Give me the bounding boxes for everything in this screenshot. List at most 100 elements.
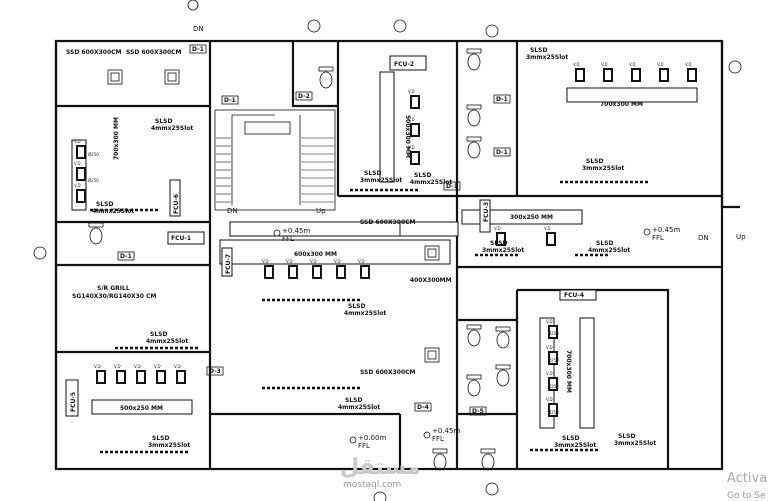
door-tag: D-5 (472, 408, 484, 415)
wc-tank (466, 324, 482, 330)
watermark: مستقل mostaql.com Activa Go to Se (340, 455, 767, 501)
duct-main1: 600x300 MM (294, 251, 337, 258)
diffuser-core (78, 147, 84, 157)
duct-left-mid: 700x300 MM (113, 117, 120, 160)
slot-size: 3mmx25Slot (526, 54, 568, 61)
diffuser-core (338, 267, 344, 277)
volume-damper-label: V.D (358, 259, 365, 264)
volume-damper-label: V.D (134, 364, 141, 369)
diffuser-core (98, 372, 104, 382)
volume-damper-label: V.D (408, 117, 415, 122)
slot-size: 4mmx25Slot (410, 179, 452, 186)
diameter-label: Ø250 (88, 178, 99, 183)
wc-tank (466, 374, 482, 380)
slot-label: SLSD (530, 47, 547, 54)
diffuser-core (689, 70, 695, 80)
wc-fixture (467, 53, 481, 71)
door-tags: D-1 D-1 D-2 D-1 D-1 D-1 D-1 D-3 D-4 D-5 (117, 44, 511, 416)
ffl-level: +0.45m (282, 227, 310, 235)
diffuser-core (118, 372, 124, 382)
diffuser-core (362, 267, 368, 277)
volume-damper-label: V.D (546, 371, 553, 376)
up-label: Up (316, 207, 326, 215)
volume-damper-label: V.D (310, 259, 317, 264)
diffuser-core (78, 191, 84, 201)
volume-damper-label: V.D (629, 62, 636, 67)
fcu-units: FCU-1 FCU-2 FCU-3 FCU-4 FCU-5 FCU-6 FCU-… (65, 55, 597, 417)
wc-tank (432, 448, 448, 454)
wc-fixture (319, 71, 333, 89)
diffuser-core (138, 372, 144, 382)
slot-size: 4mmx25Slot (588, 247, 630, 254)
grille-label: S/R GRILL (97, 285, 130, 292)
fcu-label-4: FCU-4 (564, 292, 584, 299)
fcu-label-7: FCU-7 (225, 254, 232, 274)
slot-size: 4mmx25Slot (344, 310, 386, 317)
watermark-brand: مستقل (340, 455, 420, 480)
diffuser-core (548, 234, 554, 244)
ssd-label-3: SSD 600X300CM (360, 219, 416, 226)
diffuser-core (178, 372, 184, 382)
fcu-label-2: FCU-2 (394, 61, 414, 68)
slot-label: SLSD (96, 201, 113, 208)
wc-fixture (496, 331, 510, 349)
wc-tank (480, 448, 496, 454)
ssd-label-2: SSD 600X300CM (126, 49, 182, 56)
wc-fixture (481, 453, 495, 471)
wc-tank (318, 66, 334, 72)
dn-label: DN (227, 207, 238, 215)
slot-label: SLSD (490, 240, 507, 247)
wc-tank (466, 104, 482, 110)
duct-main2: 300x250 MM (510, 214, 553, 221)
diffuser-core (412, 153, 418, 163)
grille-sub: SG140X30/RG140X30 CM (72, 293, 156, 300)
slot-label: SLSD (596, 240, 613, 247)
slot-label: SLSD (586, 158, 603, 165)
slot-size: 4mmx25Slot (146, 338, 188, 345)
slot-size: 3mmx25Slot (148, 442, 190, 449)
slot-label: SLSD (345, 397, 362, 404)
diameter-label: Ø250 (548, 358, 559, 363)
door-tag: D-1 (496, 149, 508, 156)
door-tag: D-3 (209, 368, 221, 375)
diffuser-core (550, 327, 556, 337)
slot-size: 4mmx25Slot (151, 125, 193, 132)
wc-fixture (467, 379, 481, 397)
diffuser-core (314, 267, 320, 277)
volume-damper-label: V.D (546, 319, 553, 324)
slot-size: 3mmx25Slot (482, 247, 524, 254)
door-tag: D-1 (446, 183, 458, 190)
ssd-label-4: SSD 600X300CM (360, 369, 416, 376)
stair-treads (216, 137, 334, 203)
slot-size: 3mmx25Slot (360, 177, 402, 184)
volume-damper-label: V.D (334, 259, 341, 264)
interior-walls (56, 41, 722, 469)
volume-damper-label: V.D (601, 62, 608, 67)
ffl-level: +0.45m (652, 226, 680, 234)
slot-size: 4mmx25Slot (338, 404, 380, 411)
diffuser-core (158, 372, 164, 382)
volume-damper-label: V.D (657, 62, 664, 67)
wc-tank (466, 48, 482, 54)
duct-lower-left: 500x250 MM (120, 405, 163, 412)
volume-damper-label: V.D (114, 364, 121, 369)
diffuser-core (290, 267, 296, 277)
wc-tank (495, 326, 511, 332)
staircase (214, 109, 336, 211)
wc-tank (466, 136, 482, 142)
diffuser-core (498, 234, 504, 244)
volume-damper-label: V.D (286, 259, 293, 264)
door-tag: D-1 (192, 46, 204, 53)
activate-windows-sub: Go to Se (727, 491, 766, 501)
diameter-label: Ø250 (548, 384, 559, 389)
dn-label: DN (698, 234, 709, 242)
diffuser-core (78, 169, 84, 179)
volume-damper-label: V.D (154, 364, 161, 369)
door-tag: D-2 (298, 93, 310, 100)
ffl-level: +0.00m (358, 434, 386, 442)
volume-damper-label: V.D (494, 226, 501, 231)
diffuser-core (577, 70, 583, 80)
wc-fixture (467, 329, 481, 347)
volume-damper-label: V.D (74, 183, 81, 188)
